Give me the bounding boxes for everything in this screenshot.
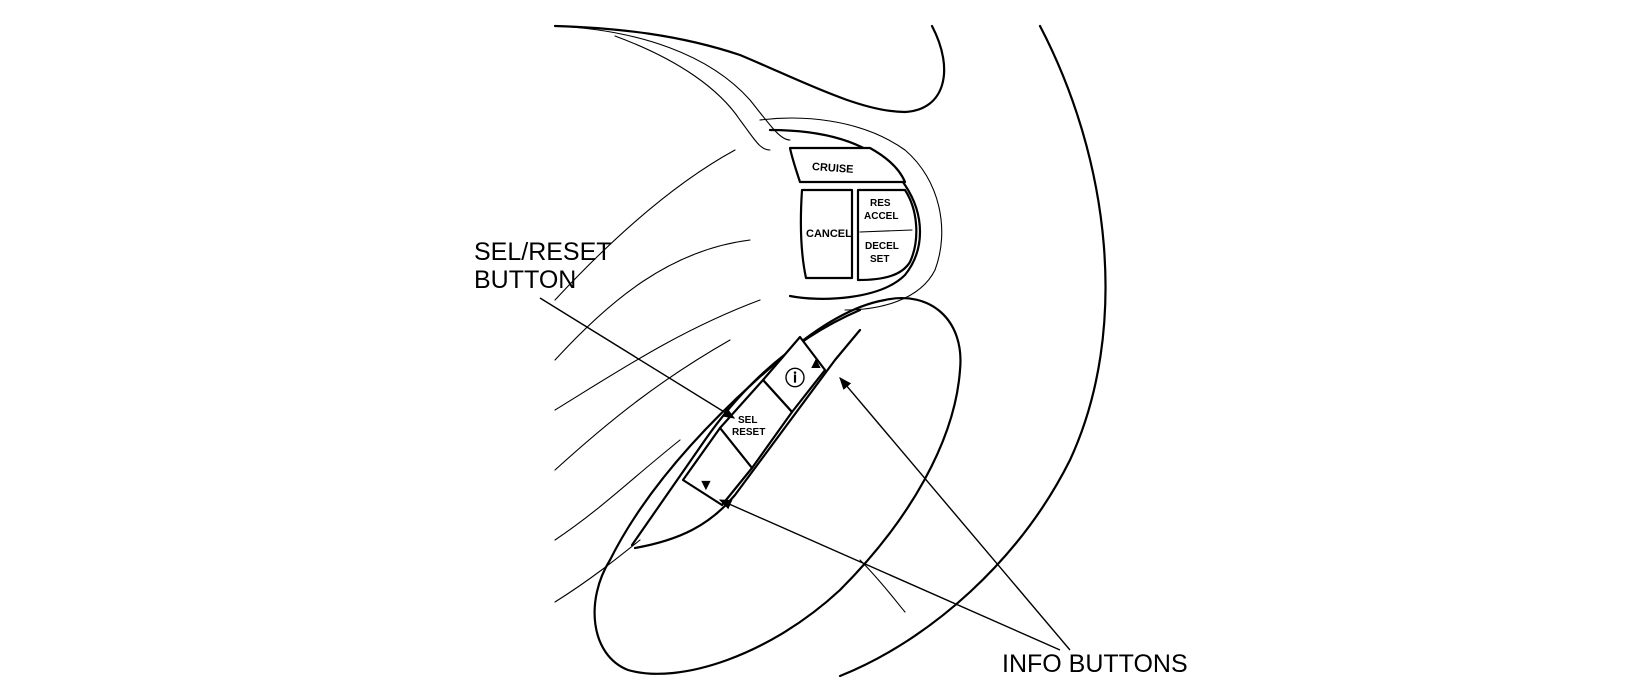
lower-spoke-pad	[593, 297, 962, 675]
set-label: SET	[870, 254, 889, 265]
hub-contour-2	[614, 35, 771, 151]
spoke-line-2	[554, 239, 751, 361]
info-symbol: ⓘ	[785, 367, 805, 390]
info-down-button[interactable]	[681, 426, 754, 507]
up-arrow-icon: ▲	[808, 355, 824, 372]
sel-reset-callout-line2: BUTTON	[474, 266, 576, 294]
info-switch-panel: ⓘ ▲ SEL RESET ▼	[630, 308, 862, 550]
spoke-line-1	[554, 149, 736, 301]
reset-label: RESET	[732, 427, 765, 438]
res-accel-decel-set-button[interactable]	[856, 188, 918, 282]
accel-label: ACCEL	[864, 211, 898, 222]
down-arrow-icon: ▼	[698, 477, 714, 494]
hub-contour-3	[759, 117, 943, 311]
cancel-label: CANCEL	[806, 228, 852, 240]
info-buttons-callout: INFO BUTTONS	[1002, 650, 1188, 678]
hub-contour-1	[554, 25, 791, 141]
info-down-arrow	[718, 499, 1061, 651]
wheel-rim-inner-top	[553, 24, 946, 114]
cancel-button[interactable]	[799, 188, 854, 280]
info-up-arrow	[839, 377, 1071, 651]
spoke-line-7	[859, 559, 906, 613]
sel-label: SEL	[738, 415, 757, 426]
sel-reset-arrow	[539, 297, 736, 419]
wheel-rim-outer	[838, 24, 1107, 678]
spoke-line-4	[554, 339, 731, 471]
sel-reset-callout-line1: SEL/RESET	[474, 238, 612, 266]
cruise-control-panel: CRUISE CANCEL RES ACCEL DECEL SET	[768, 128, 921, 300]
cruise-label: CRUISE	[812, 161, 854, 176]
res-label: RES	[870, 198, 891, 209]
cruise-button[interactable]	[788, 146, 907, 184]
spoke-line-6	[554, 539, 641, 603]
spoke-line-5	[554, 439, 681, 541]
decel-label: DECEL	[865, 241, 899, 252]
spoke-line-3	[554, 299, 761, 411]
